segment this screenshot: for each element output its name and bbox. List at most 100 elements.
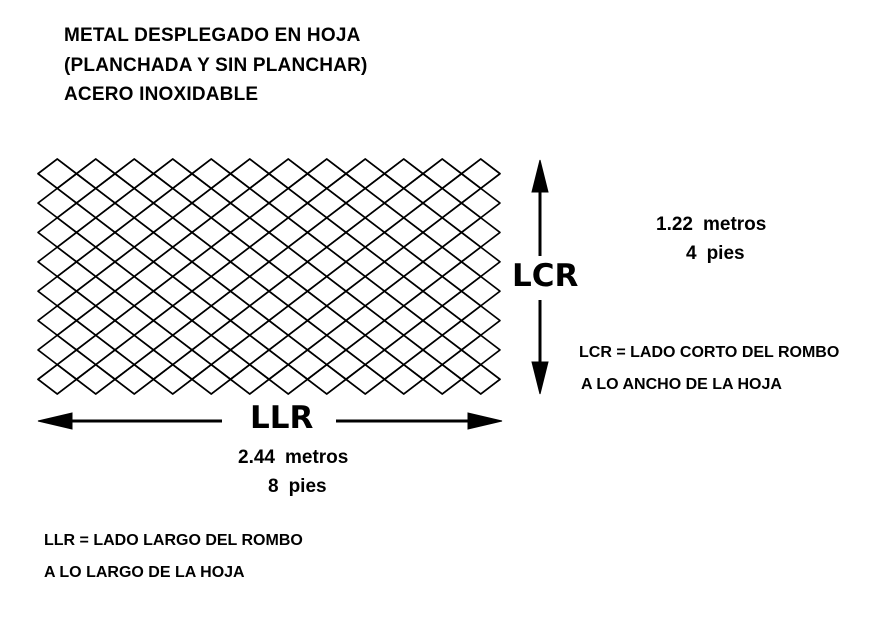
mesh-diamond [345, 305, 386, 337]
mesh-diamond [268, 363, 309, 395]
mesh-diamond [229, 216, 270, 248]
mesh-diamond [75, 363, 116, 395]
mesh-diamond [402, 261, 444, 292]
lcr-label: LCR [512, 258, 579, 294]
mesh-diamond [171, 231, 213, 263]
mesh-diamond [114, 246, 155, 278]
mesh-diamond [287, 290, 328, 322]
mesh-diamond [364, 261, 405, 292]
mesh-diamond [306, 363, 347, 395]
mesh-diamond [191, 275, 232, 307]
mesh-diamond [287, 202, 328, 234]
length-imperial-value: 8 [268, 476, 279, 497]
mesh-diamond [364, 290, 405, 322]
mesh-diamond [287, 349, 328, 381]
mesh-diamond [422, 305, 463, 337]
mesh-diamond [422, 216, 463, 248]
mesh-diamond [460, 363, 501, 395]
mesh-diamond [191, 187, 232, 219]
mesh-diamond [402, 172, 444, 204]
mesh-diamond [383, 158, 424, 190]
mesh-diamond [460, 275, 501, 307]
mesh-diamond [37, 187, 78, 219]
mesh-diamond [268, 305, 309, 337]
mesh-diamond [210, 231, 251, 263]
mesh-diamond [191, 158, 232, 190]
width-imperial-unit: pies [706, 243, 745, 264]
mesh-diamond [210, 261, 251, 292]
mesh-diamond [114, 158, 155, 190]
mesh-diamond [460, 216, 501, 248]
mesh-diamond [422, 363, 463, 395]
mesh-diamond [75, 334, 116, 366]
mesh-diamond [229, 334, 270, 366]
mesh-diamond [229, 363, 270, 395]
width-arrow-down-head [531, 361, 549, 395]
mesh-diamond [345, 246, 386, 278]
mesh-diamond [306, 158, 347, 190]
width-arrow-up-head [531, 159, 549, 193]
mesh-diamond [306, 216, 347, 248]
mesh-diamond [268, 216, 309, 248]
mesh-diamond [441, 290, 482, 322]
mesh-diamond [191, 158, 232, 190]
mesh-diamond [114, 158, 155, 190]
length-arrow-left-head [37, 412, 73, 430]
mesh-diamond [114, 216, 155, 248]
mesh-diamond [152, 363, 193, 395]
mesh-diamond [229, 305, 270, 337]
lcr-definition-line-1: LCR = LADO CORTO DEL ROMBO [579, 344, 840, 361]
mesh-diamond [248, 202, 290, 234]
mesh-diamond [229, 158, 270, 190]
mesh-diamond [133, 261, 174, 292]
mesh-diamond [345, 363, 386, 395]
mesh-diamond [325, 202, 367, 234]
mesh-diamond [152, 275, 193, 307]
mesh-diamond [94, 172, 136, 204]
mesh-diamond [306, 334, 347, 366]
mesh-diamond [94, 349, 136, 381]
mesh-diamond [325, 261, 367, 292]
mesh-diamond [441, 261, 482, 292]
mesh-diamond [191, 363, 232, 395]
mesh-diamond [383, 305, 424, 337]
mesh-diamond [402, 319, 444, 351]
mesh-diamond [268, 158, 309, 190]
mesh-diamond [152, 187, 193, 219]
mesh-diamond [248, 319, 290, 351]
mesh-diamond [345, 158, 386, 190]
mesh-diamond [441, 202, 482, 234]
mesh-diamond [460, 246, 501, 278]
mesh-diamond [114, 275, 155, 307]
llr-definition-line-2: A LO LARGO DE LA HOJA [44, 564, 245, 581]
mesh-diamond [152, 363, 193, 395]
mesh-diamond [364, 172, 405, 204]
mesh-diamond [441, 231, 482, 263]
mesh-diamond [441, 349, 482, 381]
mesh-diamond [37, 246, 78, 278]
mesh-diamond [383, 246, 424, 278]
mesh-diamond [56, 231, 97, 263]
mesh-diamond [133, 290, 174, 322]
mesh-diamond [364, 231, 405, 263]
mesh-diamond [268, 363, 309, 395]
mesh-diamond [345, 334, 386, 366]
mesh-diamond [287, 319, 328, 351]
mesh-diamond [248, 231, 290, 263]
mesh-diamond [441, 172, 482, 204]
mesh-diamond [325, 349, 367, 381]
mesh-diamond [152, 334, 193, 366]
mesh-diamond [306, 187, 347, 219]
mesh-diamond [402, 202, 444, 234]
mesh-diamond [114, 334, 155, 366]
mesh-diamond [268, 158, 309, 190]
mesh-diamond [114, 305, 155, 337]
mesh-diamond [345, 187, 386, 219]
width-arrow [531, 159, 549, 395]
mesh-diamond [133, 231, 174, 263]
mesh-diamond [37, 334, 78, 366]
mesh-diamond [268, 246, 309, 278]
mesh-diamond [37, 158, 78, 190]
mesh-diamond [191, 216, 232, 248]
